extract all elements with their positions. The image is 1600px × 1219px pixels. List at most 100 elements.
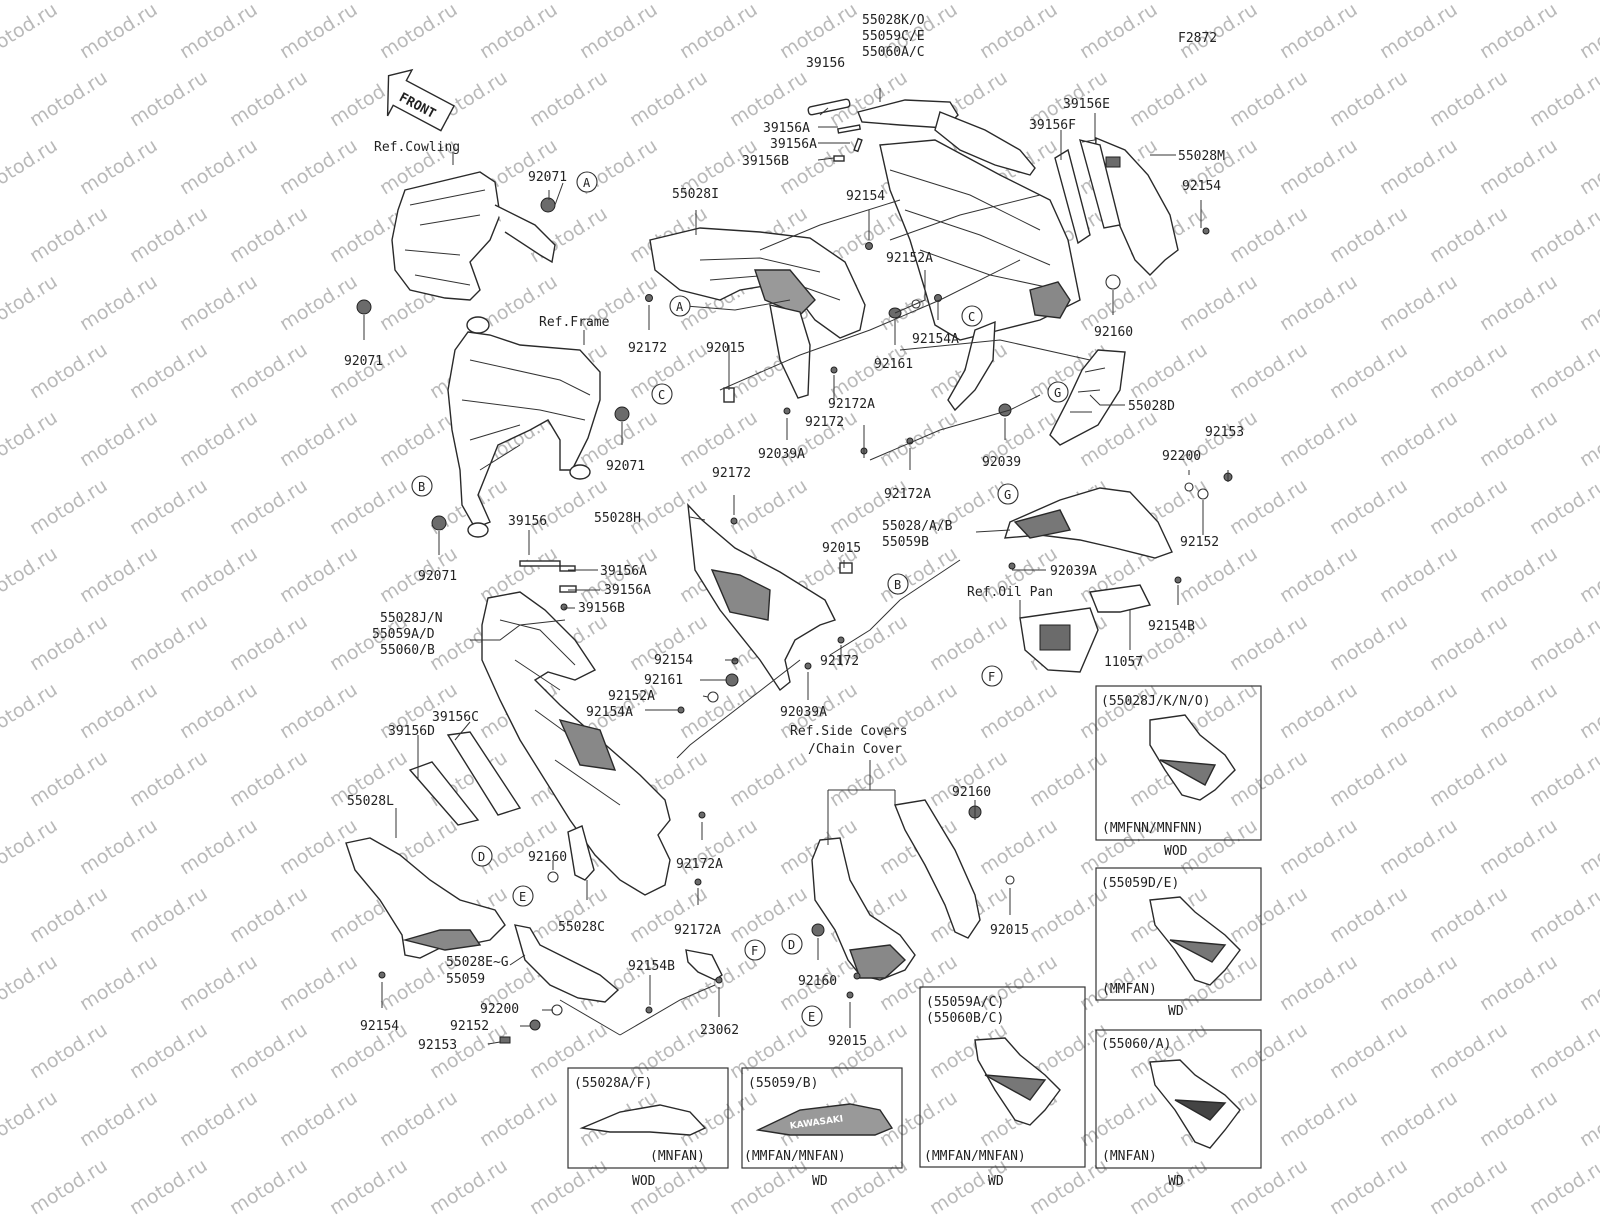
part-label: 92071: [528, 170, 567, 185]
part-label: 92039A: [758, 447, 805, 462]
svg-text:WOD: WOD: [632, 1174, 656, 1189]
part-label: 55028M: [1178, 149, 1225, 164]
part-label: 39156B: [742, 154, 789, 169]
svg-text:WD: WD: [1168, 1174, 1184, 1189]
variant-box-55060: (55060/A) (MNFAN) WD: [1095, 1029, 1262, 1189]
part-label: 92161: [644, 673, 683, 688]
frame: [431, 316, 630, 538]
ref-circle-c: C: [961, 305, 983, 327]
part-label: 92160: [1094, 325, 1133, 340]
part-label: 92172: [820, 654, 859, 669]
circle-references: A A C C B B G G D D E E F F: [411, 171, 1069, 1027]
ref-side-covers-label: Ref.Side Covers: [790, 724, 907, 739]
svg-text:F: F: [988, 670, 995, 684]
svg-text:B: B: [418, 480, 425, 494]
part-label: 92160: [528, 850, 567, 865]
ref-circle-g: G: [997, 483, 1019, 505]
part-label: 39156B: [578, 601, 625, 616]
part-label: 92153: [1205, 425, 1244, 440]
part-label: 92152A: [886, 251, 933, 266]
part-label: 92039: [982, 455, 1021, 470]
mid-bracket: [947, 320, 996, 412]
part-label: 39156A: [604, 583, 651, 598]
svg-text:(MMFAN/MNFAN): (MMFAN/MNFAN): [924, 1149, 1026, 1164]
part-label: 92153: [418, 1038, 457, 1053]
oil-pan: [1019, 584, 1152, 673]
svg-text:WD: WD: [988, 1174, 1004, 1189]
under-cowl-55028E: [514, 924, 723, 1003]
part-label: 55028E~G: [446, 955, 509, 970]
svg-text:(MMFAN/MNFAN): (MMFAN/MNFAN): [744, 1149, 846, 1164]
variant-box-55028J: (55028J/K/N/O) (MMFNN/MNFNN) WOD: [1095, 685, 1262, 859]
svg-text:F: F: [751, 944, 758, 958]
leader-lines: [363, 88, 1229, 1045]
ref-circle-g: G: [1047, 381, 1069, 403]
ref-circle-d: D: [781, 933, 803, 955]
ref-cowling-label: Ref.Cowling: [374, 140, 460, 155]
ref-frame-label: Ref.Frame: [539, 315, 610, 330]
variant-box-55059: (55059/B) KAWASAKI (MMFAN/MNFAN) WD: [741, 1067, 903, 1189]
part-label: 92172A: [828, 397, 875, 412]
part-label: 11057: [1104, 655, 1143, 670]
part-label: 55028H: [594, 511, 641, 526]
lower-cowl-55028: [1004, 487, 1173, 559]
ref-circle-d: D: [471, 845, 493, 867]
variant-box-55059A: (55059A/C) (55060B/C) (MMFAN/MNFAN) WD: [919, 986, 1086, 1189]
part-label: 55028J/N: [380, 611, 443, 626]
part-label: 39156D: [388, 724, 435, 739]
inner-upper-cowl: [649, 227, 866, 339]
ref-circle-e: E: [512, 885, 534, 907]
svg-text:(MMFAN): (MMFAN): [1102, 982, 1157, 997]
part-label: 92154B: [1148, 619, 1195, 634]
part-label: 55028L: [347, 794, 394, 809]
svg-text:WD: WD: [812, 1174, 828, 1189]
part-label: 92152: [450, 1019, 489, 1034]
part-label: 55028C: [558, 920, 605, 935]
part-label: 39156E: [1063, 97, 1110, 112]
svg-text:A: A: [676, 300, 684, 314]
part-label: 92172: [805, 415, 844, 430]
side-cowl-55028J: [481, 591, 671, 896]
svg-text:(55059A/C): (55059A/C): [926, 995, 1004, 1010]
svg-text:E: E: [519, 890, 526, 904]
ref-circle-f: F: [744, 939, 766, 961]
svg-text:(55059D/E): (55059D/E): [1101, 876, 1179, 891]
ref-circle-b: B: [411, 475, 433, 497]
part-label: 55060/B: [380, 643, 435, 658]
part-label: 92015: [822, 541, 861, 556]
part-label: 55059B: [882, 535, 929, 550]
ref-circle-a: A: [669, 295, 691, 317]
ref-circle-f: F: [981, 665, 1003, 687]
variant-box-55059D: (55059D/E) (MMFAN) WD: [1095, 867, 1262, 1019]
part-label: 92154A: [912, 332, 959, 347]
part-label: 92160: [952, 785, 991, 800]
ref-chain-cover-label: /Chain Cover: [808, 742, 902, 757]
inner-panel-55028D: [1049, 349, 1126, 446]
part-label: 23062: [700, 1023, 739, 1038]
part-label: 92154A: [586, 705, 633, 720]
part-label: 55059A/D: [372, 627, 435, 642]
middle-cowl-55028H: [687, 502, 853, 692]
svg-text:(55060B/C): (55060B/C): [926, 1011, 1004, 1026]
part-labels: 55028K/O 55059C/E 55060A/C 39156 39156E …: [344, 13, 1244, 1053]
ref-circle-e: E: [801, 1005, 823, 1027]
ref-circle-b: B: [887, 573, 909, 595]
front-arrow: FRONT: [386, 68, 455, 132]
part-label: 39156A: [763, 121, 810, 136]
part-label: 92154: [846, 189, 885, 204]
part-label: 55059: [446, 972, 485, 987]
svg-text:A: A: [583, 176, 591, 190]
part-label: 55060A/C: [862, 45, 925, 60]
upper-cowling: [857, 99, 1179, 341]
svg-text:(55060/A): (55060/A): [1101, 1037, 1171, 1052]
ref-circle-c: C: [651, 383, 673, 405]
ref-circle-a: A: [576, 171, 598, 193]
part-label: 92154: [654, 653, 693, 668]
part-label: 92172A: [674, 923, 721, 938]
part-label: 55028D: [1128, 399, 1175, 414]
svg-text:G: G: [1004, 488, 1011, 502]
svg-text:D: D: [478, 850, 485, 864]
svg-text:(55028J/K/N/O): (55028J/K/N/O): [1101, 694, 1211, 709]
part-label: 92172A: [676, 857, 723, 872]
